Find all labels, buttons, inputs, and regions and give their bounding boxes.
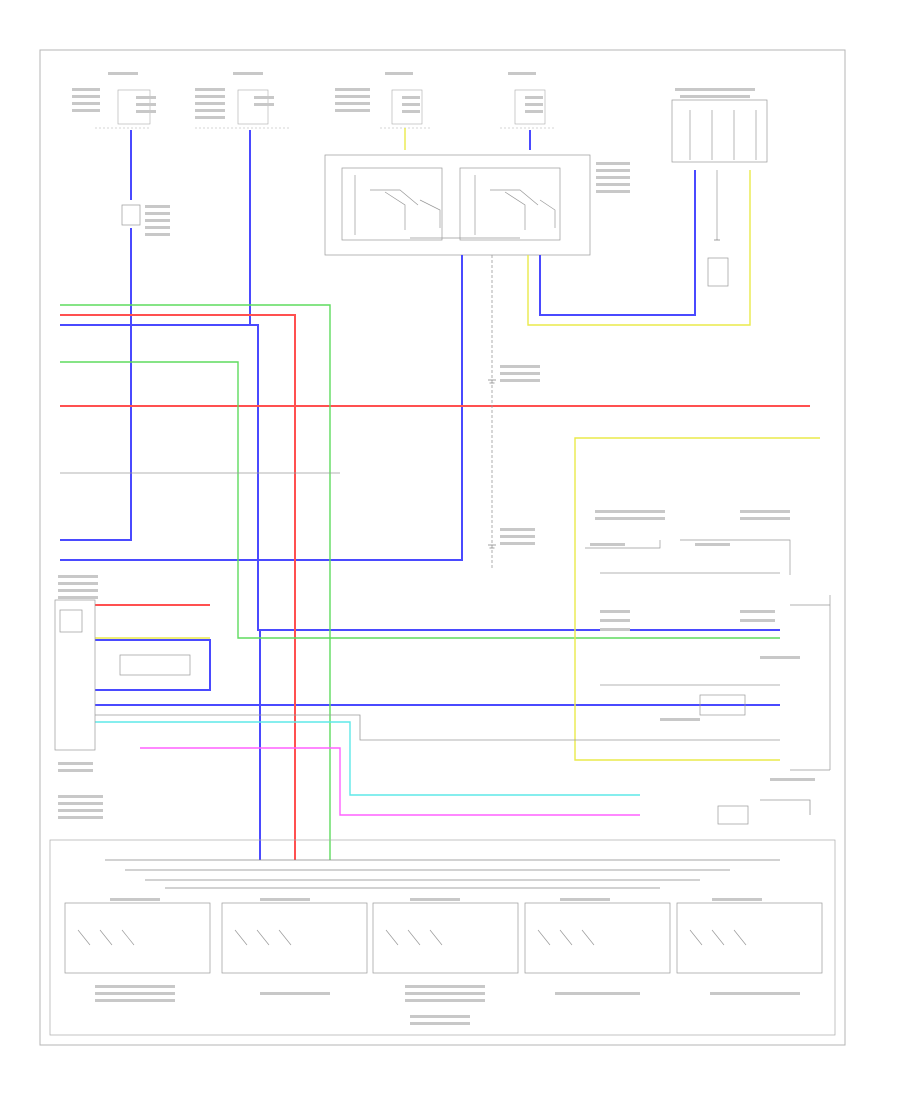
switch-contact-icon: [221, 902, 368, 974]
relay-box: [324, 154, 591, 256]
wire-gray: [60, 255, 811, 815]
left-switch-module: [54, 599, 191, 751]
ground-icon: [488, 239, 720, 549]
wire-red: [60, 314, 810, 860]
wire-magenta: [140, 747, 640, 816]
switch-connectors: [64, 902, 823, 974]
right-side-components: [585, 539, 831, 825]
bottom-assembly-box: [49, 839, 836, 1036]
diagram-border: [39, 49, 846, 1046]
switch-contact-icon: [372, 902, 519, 974]
wire-blue: [60, 130, 780, 860]
switch-contact-icon: [524, 902, 671, 974]
wire-yellow: [95, 128, 820, 761]
wire-cyan: [95, 721, 640, 796]
wire-green: [60, 304, 780, 860]
top-right-connector: [671, 99, 768, 287]
bottom-bus-lines: [105, 859, 780, 889]
top-text-placeholders: [72, 72, 755, 119]
fuse-icon: [121, 204, 141, 226]
switch-contact-icon: [64, 902, 211, 974]
top-connector-groups: [95, 89, 555, 129]
switch-contact-icon: [676, 902, 823, 974]
